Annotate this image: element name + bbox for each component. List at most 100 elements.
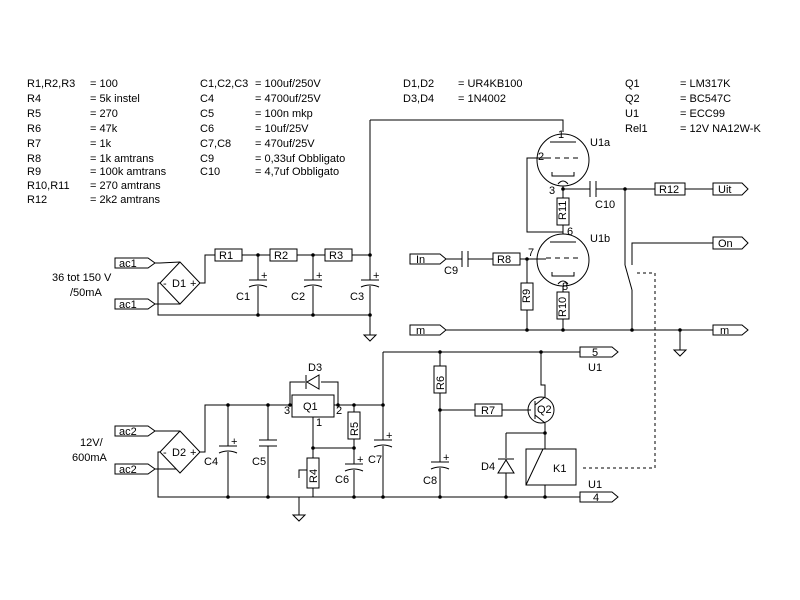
part-value: = 0,33uf Obbligato <box>255 153 345 165</box>
part-value: = 12V NA12W-K <box>680 123 761 135</box>
part-ref: C6 <box>200 123 214 135</box>
transistor-emitter <box>534 414 546 424</box>
pin-3: 3 <box>549 185 555 197</box>
port-4[interactable] <box>579 491 619 503</box>
junction <box>368 253 372 257</box>
label-plus: + <box>316 270 322 282</box>
junction <box>352 403 356 407</box>
ref-d1: D1 <box>172 278 186 290</box>
ref-c4: C4 <box>204 456 218 468</box>
port-m-right[interactable] <box>712 324 749 336</box>
port-label: m <box>720 325 729 337</box>
part-value: = 100 <box>90 78 118 90</box>
part-ref: R1,R2,R3 <box>27 78 75 90</box>
port-5[interactable] <box>579 346 619 358</box>
supply-hv-line1: 36 tot 150 V <box>52 272 112 284</box>
port-m-left[interactable] <box>409 324 447 336</box>
ref-u1a: U1a <box>590 137 611 149</box>
ref-c6: C6 <box>335 474 349 486</box>
port-label: In <box>416 254 425 266</box>
part-value: = 270 <box>90 108 118 120</box>
junction <box>311 313 315 317</box>
junction <box>543 495 547 499</box>
junction <box>381 403 385 407</box>
supply-lv-line2: 600mA <box>72 452 108 464</box>
port-label: ac2 <box>119 464 137 476</box>
transistor-collector <box>534 396 546 406</box>
port-ac2-bottom[interactable] <box>114 463 156 475</box>
cap-c7-plate-neg <box>373 444 393 448</box>
port-ac1-bottom[interactable] <box>114 298 156 310</box>
pin-6: 6 <box>567 226 573 238</box>
ref-r4: R4 <box>308 469 320 483</box>
port-label: ac1 <box>119 299 137 311</box>
port-ac1-top[interactable] <box>114 257 156 269</box>
transistor-q2 <box>527 396 555 424</box>
label-minus: - <box>163 447 167 459</box>
port-label: m <box>416 325 425 337</box>
ref-r10: R10 <box>557 297 569 317</box>
ref-q1: Q1 <box>303 401 318 413</box>
wire <box>526 157 563 233</box>
pin-2: 2 <box>538 151 544 163</box>
part-value: = LM317K <box>680 78 731 90</box>
wire <box>200 254 215 284</box>
port-label: Uit <box>718 184 731 196</box>
part-value: = 10uf/25V <box>255 123 309 135</box>
part-value: = 1N4002 <box>458 93 506 105</box>
tube-cathode <box>551 272 575 277</box>
port-label: On <box>718 238 733 250</box>
diode-d4 <box>497 459 515 474</box>
ref-u1b: U1b <box>590 233 610 245</box>
part-value: = 100uf/250V <box>255 78 321 90</box>
pin-q1-3: 3 <box>284 405 290 417</box>
ref-c8: C8 <box>423 475 437 487</box>
junction <box>561 328 565 332</box>
junction <box>438 495 442 499</box>
part-ref: D3,D4 <box>403 93 434 105</box>
port-uit[interactable] <box>712 182 749 196</box>
ref-r5: R5 <box>349 422 361 436</box>
ref-r1: R1 <box>219 250 233 262</box>
ref-r7: R7 <box>481 405 495 417</box>
part-value: = 2k2 amtrans <box>90 194 161 206</box>
port-ac2-top[interactable] <box>114 425 156 437</box>
part-value: = UR4KB100 <box>458 78 523 90</box>
part-ref: R9 <box>27 166 41 178</box>
part-value: = 5k instel <box>90 93 140 105</box>
label-plus: + <box>373 270 379 282</box>
label-plus: + <box>443 452 449 464</box>
part-ref: Q1 <box>625 78 640 90</box>
parts-list: R1,R2,R3 = 100 R4 = 5k instel R5 = 270 R… <box>27 78 761 206</box>
part-value: = 4,7uf Obbligato <box>255 166 339 178</box>
pin-8: 8 <box>562 281 568 293</box>
ref-r6: R6 <box>435 376 447 390</box>
junction <box>256 313 260 317</box>
part-value: = 47k <box>90 123 118 135</box>
port-label: 4 <box>593 492 599 504</box>
bridge-d2 <box>155 430 201 474</box>
part-ref: R7 <box>27 138 41 150</box>
ref-c9: C9 <box>444 265 458 277</box>
part-ref: C9 <box>200 153 214 165</box>
cap-c3-plate-neg <box>360 284 380 288</box>
label-plus: + <box>231 436 237 448</box>
part-value: = 1k amtrans <box>90 153 154 165</box>
ref-c3: C3 <box>350 291 364 303</box>
junction <box>226 495 230 499</box>
port-on[interactable] <box>712 236 749 250</box>
ref-r8: R8 <box>497 254 511 266</box>
ref-c2: C2 <box>291 291 305 303</box>
tube-heater <box>557 280 569 285</box>
pin-1: 1 <box>558 129 564 141</box>
port-in[interactable] <box>409 253 447 265</box>
junction <box>630 328 634 332</box>
cap-c2-plate-neg <box>303 284 323 288</box>
ground-icon <box>672 349 688 357</box>
ref-r3: R3 <box>329 250 343 262</box>
ref-r11: R11 <box>557 201 569 220</box>
label-plus: + <box>261 270 267 282</box>
pin-7: 7 <box>528 247 534 259</box>
wire-ground-rail <box>157 451 580 498</box>
